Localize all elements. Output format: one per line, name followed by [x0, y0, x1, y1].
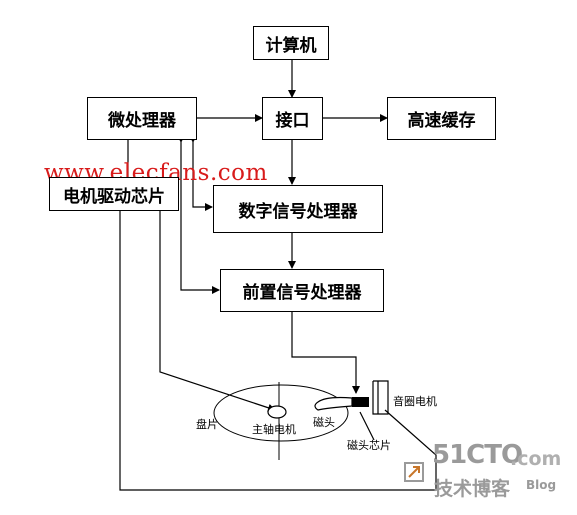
preamp-block: 前置信号处理器 [220, 269, 384, 312]
platter [213, 384, 349, 442]
microprocessor-block: 微处理器 [87, 97, 197, 140]
wire-motor-spindle [156, 204, 276, 412]
voice-coil-motor-label: 音圈电机 [393, 395, 437, 408]
interface-block: 接口 [262, 97, 323, 140]
watermark-logo: 51CTO .com 技术博客 Blog [398, 438, 573, 502]
head-label: 磁头 [313, 416, 335, 429]
vcm-bracket [372, 380, 389, 415]
logo-subtitle: 技术博客 [434, 478, 511, 500]
platter-label: 盘片 [196, 418, 218, 431]
dsp-block: 数字信号处理器 [213, 185, 383, 233]
head-chip [352, 397, 369, 407]
wire-motor-vcm [116, 204, 437, 491]
head-chip-label: 磁头芯片 [347, 439, 391, 452]
motor-driver-block: 电机驱动芯片 [49, 177, 179, 211]
logo-blog: Blog [526, 478, 557, 492]
head-arm [314, 396, 353, 411]
computer-block: 计算机 [253, 26, 329, 60]
spindle-hole [267, 405, 287, 419]
logo-mark-icon [404, 462, 424, 482]
spindle-motor-label: 主轴电机 [252, 423, 296, 436]
wire-preamp-headchip [288, 305, 360, 394]
logo-number: 51CTO [432, 440, 523, 470]
cache-block: 高速缓存 [387, 97, 496, 140]
logo-domain: .com [510, 448, 562, 470]
leader-head-chip [359, 411, 375, 441]
